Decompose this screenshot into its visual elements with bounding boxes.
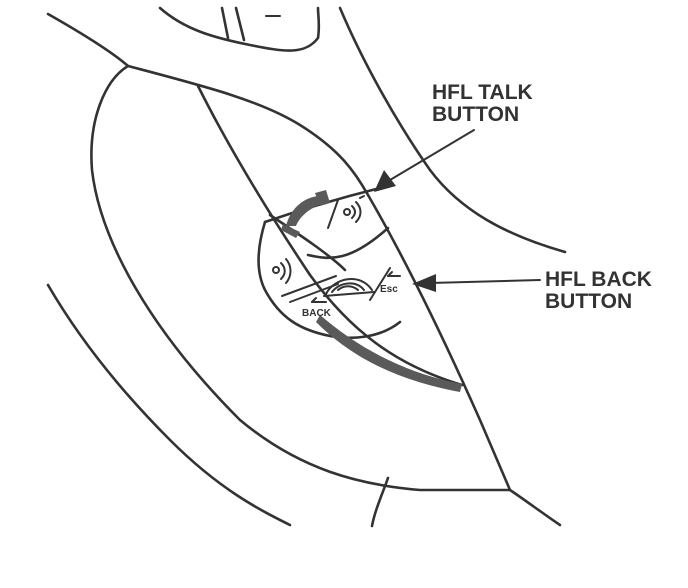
rim-shading [316,315,462,392]
voice-small-icon [272,258,292,284]
voice-command-icon [343,195,365,223]
back-label: BACK [302,308,332,319]
switch-pod [257,186,462,392]
upper-trim [46,6,567,254]
back-label-line2: BUTTON [545,290,632,313]
talk-label-line2: BUTTON [432,103,519,126]
phone-hangup-icon [323,277,375,297]
talk-button [281,190,365,238]
back-arrowhead [412,274,436,292]
back-label-line1: HFL BACK [545,268,652,291]
talk-arrowhead [374,170,396,192]
phone-handset-icon [286,196,322,226]
back-button: Esc BACK [302,267,401,319]
esc-label: Esc [380,284,398,295]
talk-callout: HFL TALK BUTTON [374,81,533,192]
wheel-rim [46,64,562,528]
talk-label-line1: HFL TALK [432,81,533,104]
back-callout: HFL BACK BUTTON [412,268,652,313]
